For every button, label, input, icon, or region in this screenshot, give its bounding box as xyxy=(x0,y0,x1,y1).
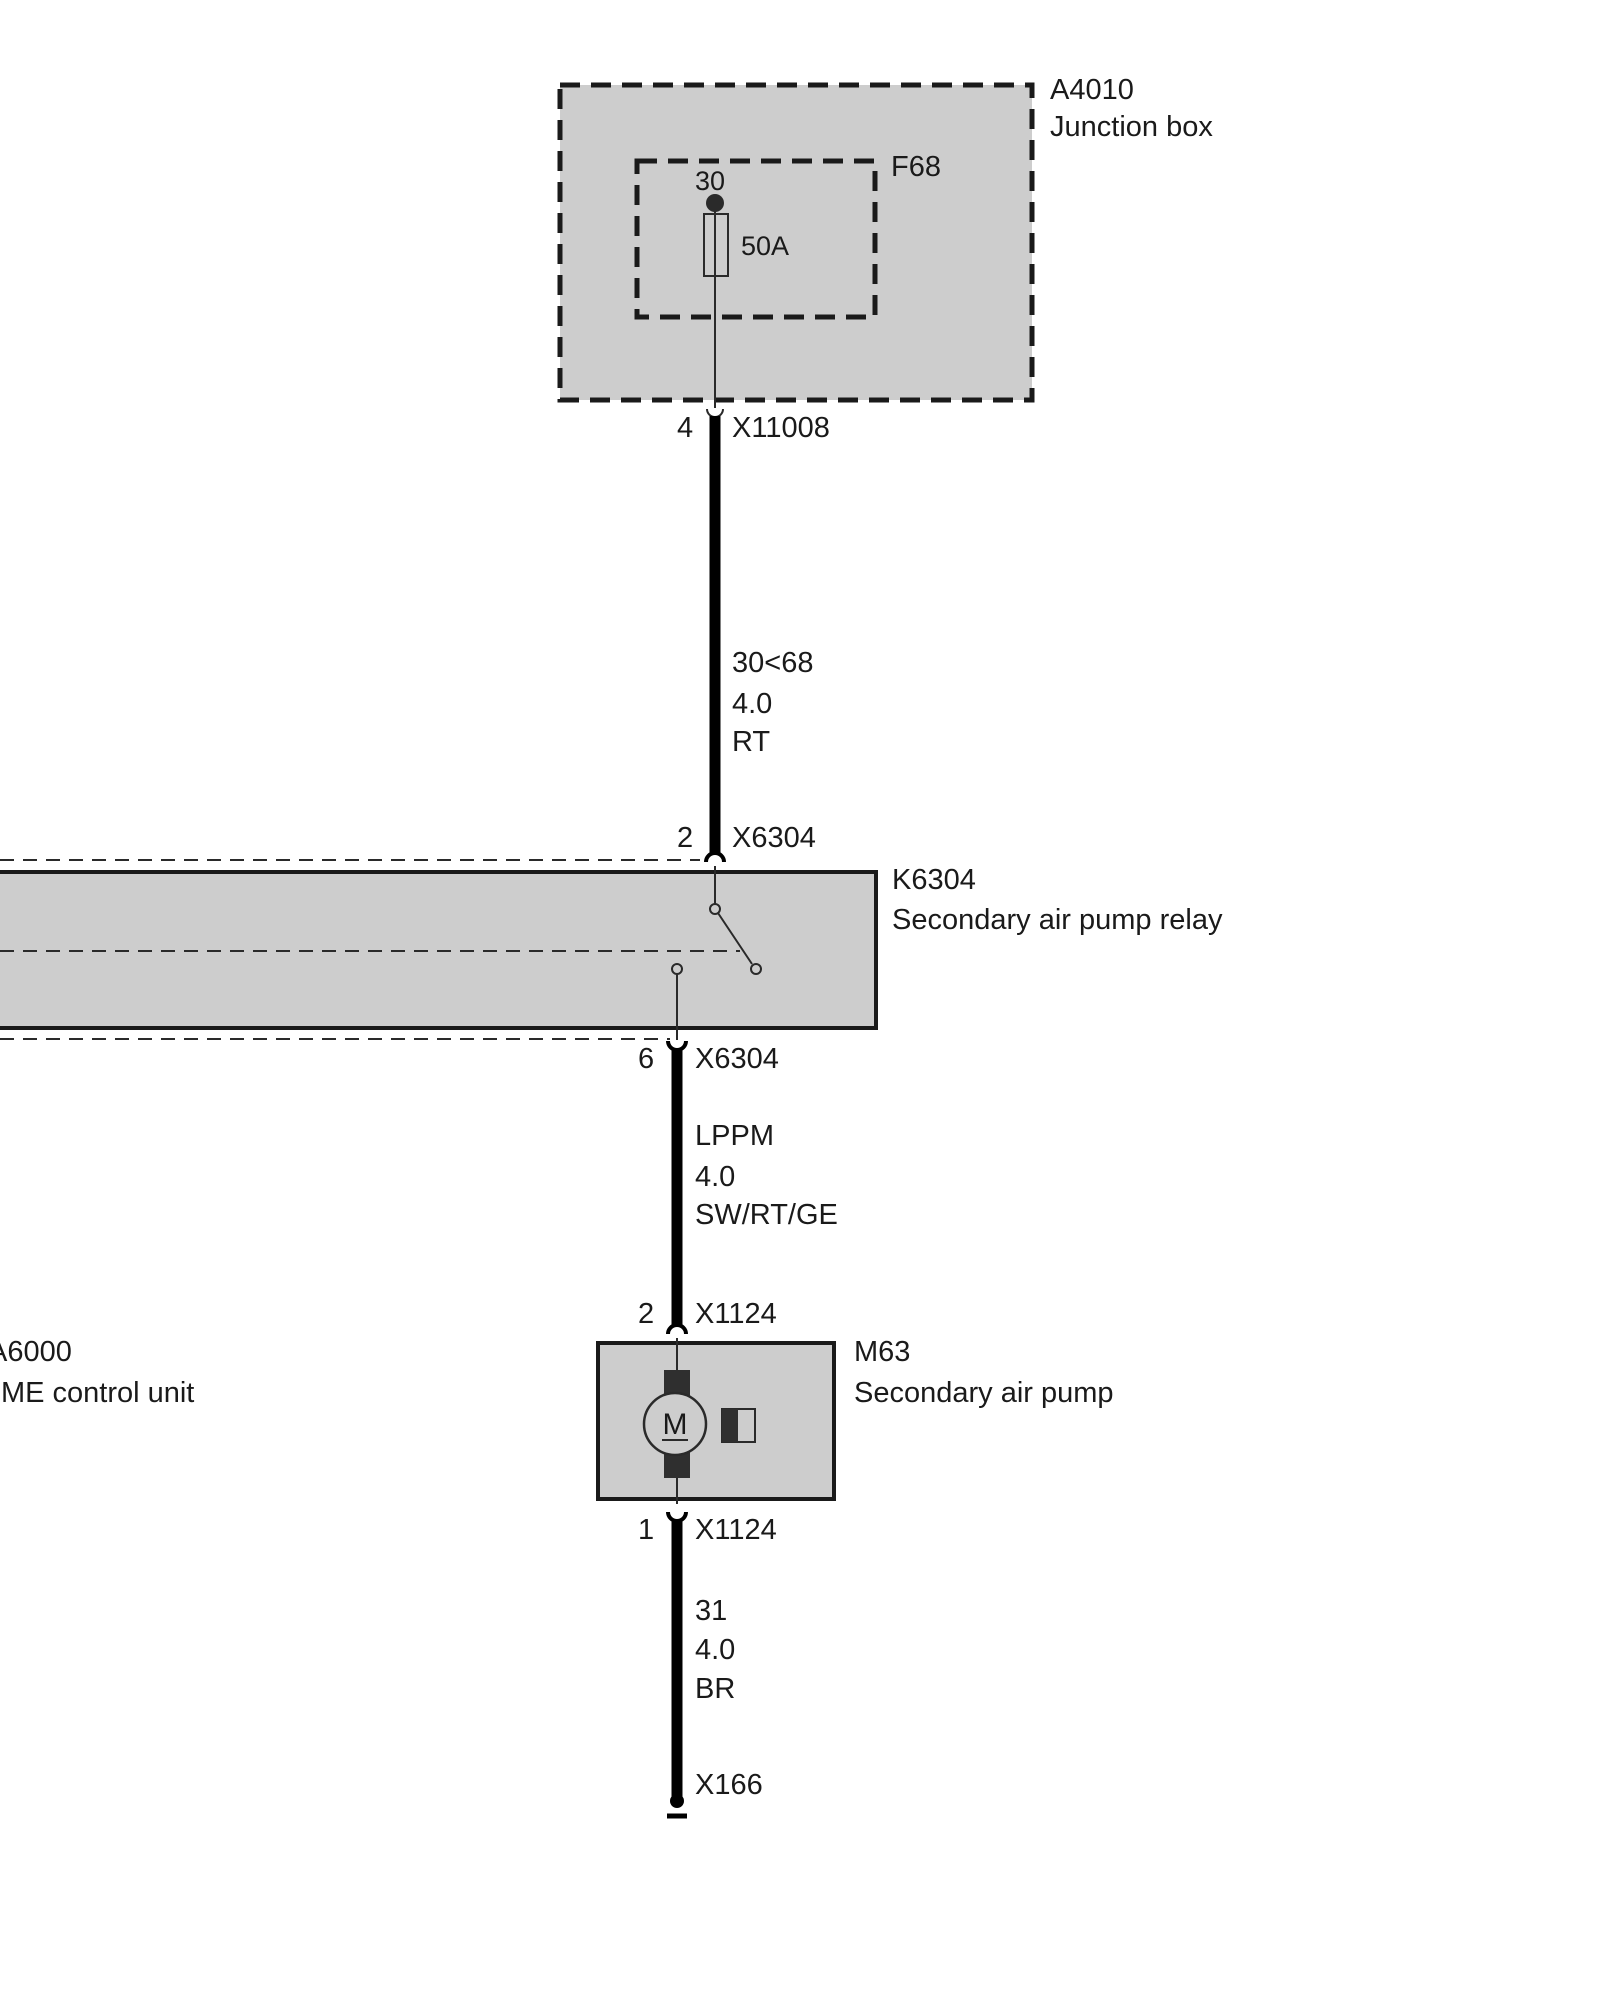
connector-x6304-top-name: X6304 xyxy=(732,822,816,854)
secondary-air-pump-m63[interactable]: M xyxy=(596,1338,836,1504)
dme-control-unit-outline xyxy=(0,859,700,1040)
ground-x166[interactable] xyxy=(667,1794,687,1819)
junction-box-name: Junction box xyxy=(1050,111,1213,143)
wire-2-signal: LPPM xyxy=(695,1120,774,1152)
relay-k6304[interactable] xyxy=(0,866,878,1040)
fuse-terminal: 30 xyxy=(695,166,725,196)
connector-x6304-bottom-name: X6304 xyxy=(695,1043,779,1075)
pump-name: Secondary air pump xyxy=(854,1377,1114,1409)
junction-box-a4010[interactable] xyxy=(557,82,1035,403)
fuse-f68[interactable] xyxy=(703,194,729,408)
connector-x11008-name: X11008 xyxy=(732,412,830,444)
connector-x11008-pin: 4 xyxy=(677,412,693,444)
wire-2-gauge: 4.0 xyxy=(695,1161,735,1193)
motor-icon xyxy=(642,1391,708,1457)
connector-x6304-top-symbol xyxy=(704,851,726,863)
wire-3-color: BR xyxy=(695,1673,735,1705)
connector-x1124-bottom-name: X1124 xyxy=(695,1514,777,1546)
wire-1-signal: 30<68 xyxy=(732,647,813,679)
connector-x11008-symbol xyxy=(706,408,724,418)
ground-x166-name: X166 xyxy=(695,1769,763,1801)
wire-3-signal: 31 xyxy=(695,1595,727,1627)
relay-name: Secondary air pump relay xyxy=(892,904,1223,936)
pump-id: M63 xyxy=(854,1336,910,1368)
connector-x6304-bottom-pin: 6 xyxy=(638,1043,654,1075)
motor-letter: M xyxy=(663,1408,688,1441)
wire-3-gauge: 4.0 xyxy=(695,1634,735,1666)
connector-x1124-top-pin: 2 xyxy=(638,1298,654,1330)
fuse-rating: 50A xyxy=(741,231,789,261)
wire-2-color: SW/RT/GE xyxy=(695,1199,838,1231)
junction-box-id: A4010 xyxy=(1050,74,1134,106)
connector-x6304-top-pin: 2 xyxy=(677,822,693,854)
connector-x1124-top-name: X1124 xyxy=(695,1298,777,1330)
dme-control-unit-id: A6000 xyxy=(0,1336,72,1368)
relay-id: K6304 xyxy=(892,864,976,896)
wire-1-color: RT xyxy=(732,726,770,758)
connector-x1124-top-symbol xyxy=(666,1323,688,1335)
connector-x1124-bottom-pin: 1 xyxy=(638,1514,654,1546)
wire-1-gauge: 4.0 xyxy=(732,688,772,720)
fuse-id: F68 xyxy=(891,151,941,183)
dme-control-unit-name: DME control unit xyxy=(0,1377,194,1409)
